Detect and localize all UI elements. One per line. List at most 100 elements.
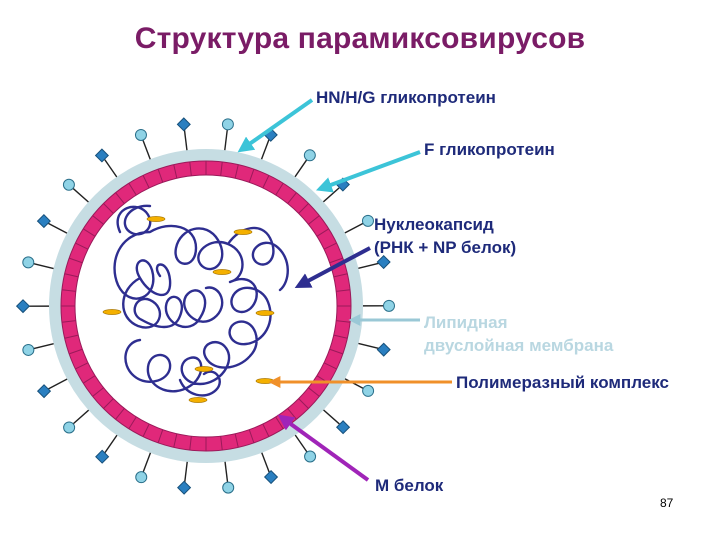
m-protein-subunit bbox=[128, 182, 137, 196]
m-protein-subunit bbox=[92, 215, 104, 225]
m-protein-subunit bbox=[64, 334, 79, 339]
m-protein-subunit bbox=[75, 362, 89, 370]
label-lipid-membrane: Липидная двуслойная мембрана bbox=[424, 311, 613, 357]
m-protein-subunit bbox=[64, 273, 79, 278]
m-protein-subunit bbox=[308, 215, 320, 225]
label-m-protein: М белок bbox=[375, 476, 444, 495]
m-protein-subunit bbox=[173, 433, 178, 448]
m-protein-subunit bbox=[128, 416, 137, 430]
polymerase-complexes bbox=[102, 216, 275, 403]
hn-spike-head-icon bbox=[22, 343, 35, 356]
hn-spike-head-icon bbox=[382, 299, 395, 312]
arrow-m-protein bbox=[277, 414, 370, 482]
hn-spike-head-icon bbox=[63, 421, 76, 434]
page-number: 87 bbox=[660, 496, 674, 510]
m-protein-subunits bbox=[61, 161, 351, 451]
m-protein-subunit bbox=[157, 429, 164, 444]
m-protein-subunit bbox=[173, 164, 178, 179]
page-title: Структура парамиксовирусов bbox=[134, 22, 586, 55]
nucleocapsid-coil bbox=[113, 204, 289, 397]
m-protein-subunit bbox=[103, 203, 114, 214]
m-protein-subunit bbox=[157, 168, 164, 183]
m-protein-subunit bbox=[234, 433, 239, 448]
m-protein-subunit bbox=[61, 289, 76, 292]
f-spike-head-icon bbox=[263, 469, 279, 485]
m-protein-subunit bbox=[220, 436, 223, 451]
label-nucleocapsid-line1: Нуклеокапсид bbox=[374, 215, 494, 234]
hn-spike-head-icon bbox=[362, 384, 375, 397]
f-spike-head-icon bbox=[36, 214, 51, 229]
m-protein-subunit bbox=[142, 423, 150, 437]
hn-spike-head-icon bbox=[361, 214, 374, 227]
hn-spike-head-icon bbox=[135, 471, 148, 484]
hn-spike-head-icon bbox=[304, 450, 317, 463]
label-hn-glycoprotein: HN/H/G гликопротеин bbox=[316, 88, 496, 107]
hn-spike-head-icon bbox=[303, 149, 316, 162]
label-lipid-line1: Липидная bbox=[424, 313, 508, 332]
m-protein-subunit bbox=[323, 362, 337, 370]
polymerase-complex bbox=[212, 269, 232, 275]
m-protein-subunit bbox=[142, 175, 150, 189]
m-protein-subunit bbox=[298, 398, 309, 409]
m-protein-subunit bbox=[68, 257, 83, 264]
m-protein-subunit bbox=[308, 387, 320, 397]
polymerase-complex bbox=[233, 229, 253, 235]
m-protein-subunit bbox=[75, 242, 89, 250]
label-lipid-line2: двуслойная мембрана bbox=[424, 336, 614, 355]
hn-spike-head-icon bbox=[134, 128, 147, 141]
f-spike-head-icon bbox=[95, 449, 110, 464]
m-protein-subunit bbox=[323, 242, 337, 250]
hn-spike-head-icon bbox=[22, 256, 35, 269]
polymerase-complex bbox=[255, 310, 275, 316]
m-protein-subunit bbox=[82, 228, 96, 237]
m-protein-subunit bbox=[189, 161, 192, 176]
f-spike-head-icon bbox=[177, 480, 192, 495]
m-protein-subunit bbox=[336, 289, 351, 292]
arrow-f-glycoprotein bbox=[315, 150, 421, 193]
arrow-nucleocapsid bbox=[294, 246, 371, 289]
label-polymerase: Полимеразный комплекс bbox=[456, 373, 669, 392]
m-protein-subunit bbox=[333, 334, 348, 339]
m-protein-subunit bbox=[336, 320, 351, 323]
f-spike-head-icon bbox=[15, 299, 31, 314]
m-protein-subunit bbox=[333, 273, 348, 278]
polymerase-complex bbox=[188, 397, 208, 403]
m-protein-subunit bbox=[189, 436, 192, 451]
m-protein-subunit bbox=[68, 348, 83, 355]
lipid-membrane bbox=[49, 149, 363, 463]
m-protein-subunit bbox=[287, 192, 297, 204]
m-protein-subunit bbox=[115, 192, 125, 204]
polymerase-complex bbox=[102, 309, 122, 315]
m-protein-subunit bbox=[248, 168, 255, 183]
m-protein-subunit bbox=[234, 164, 239, 179]
polymerase-complex bbox=[146, 216, 166, 222]
arrow-hn-glycoprotein bbox=[237, 98, 314, 153]
m-protein-subunit bbox=[262, 175, 270, 189]
label-nucleocapsid: Нуклеокапсид (РНК + NP белок) bbox=[374, 213, 516, 259]
polymerase-complex bbox=[194, 366, 214, 372]
m-protein-subunit bbox=[316, 228, 330, 237]
hn-spike-head-icon bbox=[222, 481, 235, 494]
m-protein-subunit bbox=[92, 387, 104, 397]
label-f-glycoprotein: F гликопротеин bbox=[424, 140, 555, 159]
m-protein-subunit bbox=[115, 408, 125, 420]
f-spike-head-icon bbox=[176, 117, 191, 132]
m-protein-subunit bbox=[298, 203, 309, 214]
m-protein-subunit bbox=[275, 182, 284, 196]
f-spike-head-icon bbox=[36, 384, 52, 399]
m-protein-subunit bbox=[248, 429, 255, 444]
label-nucleocapsid-line2: (РНК + NP белок) bbox=[374, 238, 517, 257]
m-protein-subunit bbox=[82, 375, 96, 384]
f-spike-head-icon bbox=[336, 420, 351, 435]
hn-spike-head-icon bbox=[221, 118, 234, 131]
m-protein-subunit bbox=[220, 161, 223, 176]
f-spike-head-icon bbox=[376, 342, 391, 357]
f-spike-head-icon bbox=[94, 148, 109, 163]
m-protein-subunit bbox=[329, 348, 344, 355]
f-spike-head-icon bbox=[376, 254, 391, 270]
m-protein-subunit bbox=[329, 257, 344, 264]
polymerase-complex bbox=[255, 378, 275, 384]
m-protein-subunit bbox=[262, 423, 270, 437]
hn-spike-head-icon bbox=[62, 178, 75, 191]
